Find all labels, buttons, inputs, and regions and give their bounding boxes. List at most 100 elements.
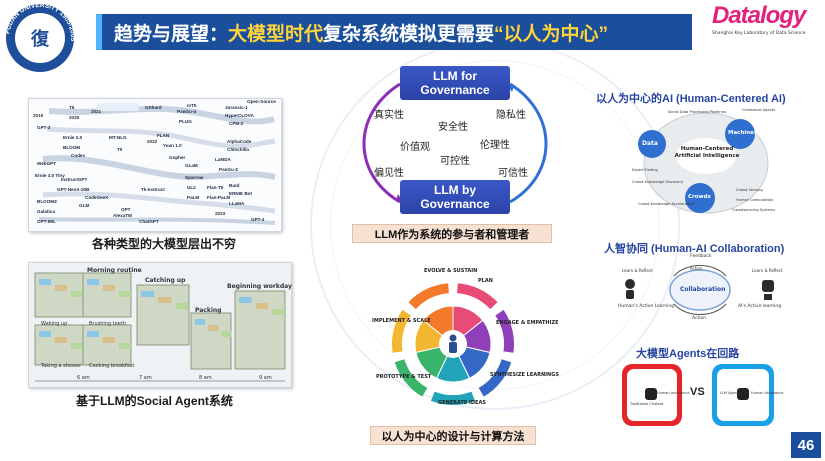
cycle-arrow	[456, 283, 498, 310]
vs-label: VS	[690, 386, 705, 398]
chatbot-card-inner: Traditional Chatbot Human Assistance	[627, 369, 689, 421]
furniture	[55, 285, 67, 291]
step-engage-empathize: ENGAGE & EMPATHIZE	[496, 320, 559, 326]
brand-name: Datalogy	[712, 2, 806, 29]
cycle-arrow	[408, 283, 450, 310]
model-label: GLaM	[185, 163, 198, 168]
social-agent-illustration	[29, 263, 291, 387]
step-evolve-sustain: EVOLVE & SUSTAIN	[424, 268, 478, 274]
hcai-label-crowd-sensing: Crowd Sensing	[736, 188, 763, 192]
model-label: ERNIE Bot	[229, 191, 252, 196]
llm-agent-icon	[737, 388, 749, 400]
model-label: BLOOMZ	[37, 199, 57, 204]
furniture	[255, 303, 269, 309]
llm-agent-label: LLM Agents	[720, 391, 741, 395]
model-label: Flan-T5	[207, 185, 224, 190]
model-label: PaLM	[187, 195, 199, 200]
model-label: mT5	[187, 103, 197, 108]
cycle-arrow	[495, 309, 514, 353]
svg-text:FUDAN UNIVERSITY 1905-2005: FUDAN UNIVERSITY 1905-2005	[4, 2, 76, 42]
brand-subtitle: Shanghai Key Laboratory of Data Science	[712, 31, 806, 36]
collab-diagram: Collaboration Feedback Learn & Reflect L…	[616, 254, 784, 326]
furniture	[119, 291, 131, 297]
model-label: FLAN	[157, 133, 170, 138]
model-label: T0	[117, 147, 123, 152]
model-label: LLaMA	[229, 201, 245, 206]
hcai-label-acceleration: Crowd-Knowledge Acceleration	[638, 202, 694, 206]
agents-loop-title: 大模型Agents在回路	[636, 348, 740, 360]
model-label: AlphaCode	[227, 139, 252, 144]
model-label: OPT-IML	[37, 219, 56, 224]
llm-agent-assist-label: Human Assistance	[751, 391, 784, 395]
model-label: Gopher	[169, 155, 186, 160]
furniture	[208, 325, 219, 331]
chatbot-icon	[645, 388, 657, 400]
model-label: Ernie 2.0	[63, 135, 83, 140]
year-label: 2022	[147, 139, 158, 144]
model-label: Codex	[71, 153, 85, 158]
hcai-node-crowds: Crowds	[688, 194, 711, 200]
collab-title: 人智协同 (Human-AI Collaboration)	[604, 243, 785, 255]
chatbot-assist-label: Human Assistance	[657, 391, 690, 395]
model-label: PanGu-α	[177, 109, 196, 114]
model-label: GPT-NeoX-20B	[57, 187, 90, 192]
chatbot-card: Traditional Chatbot Human Assistance	[622, 364, 689, 426]
model-label: UL2	[187, 185, 196, 190]
cycle-arrow	[431, 391, 475, 405]
llm-agent-card: LLM Agents Human Assistance	[712, 364, 783, 426]
hcai-node-data: Data	[642, 140, 658, 147]
furniture	[71, 291, 83, 297]
title-highlight: 大模型时代	[228, 23, 324, 45]
word-trustworthiness: 可信性	[498, 168, 528, 179]
model-label: Chinchilla	[227, 147, 249, 152]
model-label: GLM	[79, 203, 89, 208]
scene-label-catching-up: Catching up	[145, 277, 186, 284]
model-label: Tk-Instruct	[141, 187, 165, 192]
furniture	[55, 337, 67, 343]
furniture	[103, 337, 115, 343]
model-label: PLUG	[179, 119, 192, 124]
seal-ring-label: FUDAN UNIVERSITY 1905-2005	[4, 2, 76, 42]
time-9am: 9 am	[259, 375, 272, 381]
model-label: Sparrow	[185, 175, 204, 180]
word-values: 价值观	[400, 142, 430, 153]
activity-shower: Taking a shower	[41, 363, 82, 369]
model-label: PanGu-Σ	[219, 167, 238, 172]
collab-label-human-active: Human's Active Learning	[618, 304, 675, 309]
model-label: Galatica	[37, 209, 55, 214]
llm-governance-diagram: LLM for Governance LLM by Governance 真实性…	[360, 64, 550, 222]
furniture	[39, 331, 51, 337]
collab-label-action-top: Action	[690, 266, 703, 271]
seal-ring-text: FUDAN UNIVERSITY 1905-2005	[2, 0, 78, 76]
model-label: OPT	[121, 207, 131, 212]
word-privacy: 隐私性	[496, 110, 526, 121]
model-label: InstructGPT	[61, 177, 87, 182]
scene-label-packing: Packing	[195, 307, 222, 314]
hcai-label-knowledge-discovery: Crowd Knowledge Discovery	[632, 180, 684, 184]
page-number: 46	[797, 436, 815, 454]
social-agent-caption: 基于LLM的Social Agent系统	[76, 394, 233, 408]
model-label: CPM-2	[229, 121, 244, 126]
social-agent-figure: Morning routine Catching up Beginning wo…	[28, 262, 292, 388]
furniture	[87, 331, 99, 337]
year-label: 2020	[69, 115, 80, 120]
llm-evolution-caption: 各种类型的大模型层出不穷	[92, 237, 237, 251]
slide-title: 趋势与展望：大模型时代复杂系统模拟更需要“以人为中心”	[114, 19, 608, 46]
llm-by-governance-box: LLM by Governance	[400, 180, 510, 214]
time-8am: 8 am	[199, 375, 212, 381]
seal-emblem: 復	[15, 13, 65, 63]
model-label: Bard	[229, 183, 240, 188]
hcai-label-crowdsourcing: Crowdsourcing Systems	[732, 208, 776, 212]
collab-label-ai-active: AI's Active learning	[738, 304, 782, 309]
hcai-label-contextual-agents: Contextual Agents	[742, 108, 776, 112]
design-caption-box: 以人为中心的设计与计算方法	[370, 426, 536, 445]
word-controllability: 可控性	[440, 156, 470, 167]
time-7am: 7 am	[139, 375, 152, 381]
model-label: GPT-4	[251, 217, 265, 222]
furniture	[195, 319, 205, 325]
furniture	[39, 279, 51, 285]
collab-center-label: Collaboration	[680, 286, 726, 293]
hcai-diagram: Human-Centered Artificial Intelligence D…	[628, 106, 784, 220]
